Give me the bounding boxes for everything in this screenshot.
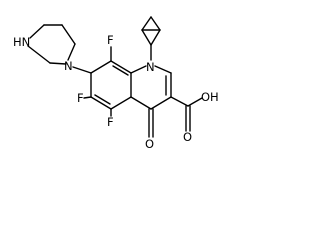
atom-f-left: F bbox=[77, 91, 84, 105]
atom-n-quinolone: N bbox=[146, 60, 155, 74]
atom-o-ketone: O bbox=[145, 137, 154, 151]
atom-n-piperazine: N bbox=[64, 59, 73, 73]
substituent-bonds bbox=[83, 46, 203, 138]
atom-nh: HN bbox=[13, 35, 30, 49]
atom-o-acid: O bbox=[183, 130, 192, 144]
benzo-ring bbox=[90, 60, 132, 110]
label-backgrounds bbox=[12, 33, 218, 151]
pyridone-ring bbox=[130, 65, 172, 110]
bond-pip-c7 bbox=[72, 66, 92, 74]
cyclopropyl bbox=[141, 16, 161, 61]
atom-f-bottom: F bbox=[107, 115, 114, 129]
atom-f-top: F bbox=[107, 33, 114, 47]
atom-oh: OH bbox=[201, 90, 219, 104]
molecule-structure: HN N F N F F O OH O bbox=[12, 16, 219, 151]
piperazine-ring bbox=[27, 24, 76, 65]
